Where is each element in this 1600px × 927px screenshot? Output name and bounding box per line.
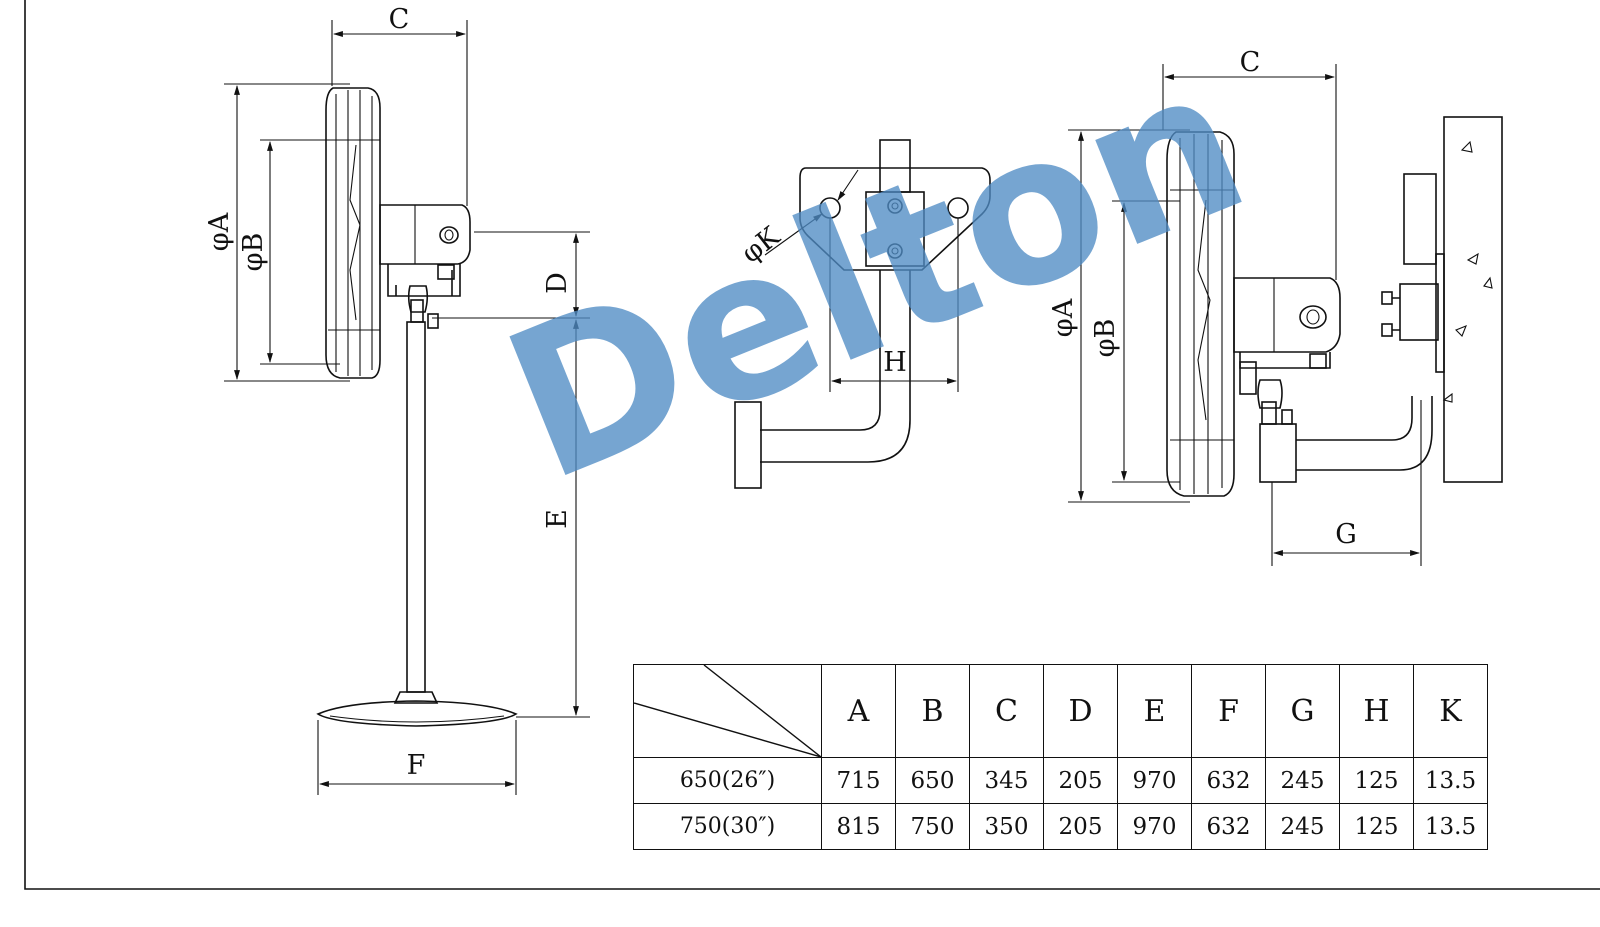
stand-fan-base — [316, 700, 518, 727]
table-cell: 205 — [1043, 757, 1118, 804]
bracket-label-H: H — [883, 347, 907, 378]
wall-fan-view: C φA φB G — [1048, 47, 1503, 566]
stand-fan-guard — [325, 87, 381, 379]
row-model: 650(26″) — [633, 757, 822, 804]
col-header-D: D — [1043, 664, 1118, 758]
stand-fan-view: C φA φB D E F — [204, 4, 590, 795]
table-cell: 632 — [1191, 757, 1266, 804]
table-cell: 632 — [1191, 803, 1266, 850]
wall-label-G: G — [1335, 519, 1357, 550]
table-cell: 970 — [1117, 803, 1192, 850]
table-cell: 970 — [1117, 757, 1192, 804]
table-cell: 715 — [821, 757, 896, 804]
wall-label-A: φA — [1048, 298, 1079, 337]
wall-fan-guard — [1166, 131, 1235, 497]
table-row: 650(26″) 715 650 345 205 970 632 245 125… — [633, 757, 1488, 804]
stand-fan-motor — [379, 204, 471, 265]
table-cell: 350 — [969, 803, 1044, 850]
table-cell: 650 — [895, 757, 970, 804]
wall — [1443, 116, 1503, 483]
stand-fan-pole — [406, 321, 426, 693]
table-cell: 205 — [1043, 803, 1118, 850]
table-cell: 245 — [1265, 803, 1340, 850]
table-cell: 750 — [895, 803, 970, 850]
col-header-E: E — [1117, 664, 1192, 758]
table-cell: 345 — [969, 757, 1044, 804]
col-header-H: H — [1339, 664, 1414, 758]
table-corner-cell — [633, 664, 822, 758]
stand-label-E: E — [542, 509, 573, 529]
wall-fan-motor — [1233, 277, 1341, 353]
bracket-arm — [760, 270, 911, 463]
wall-label-B: φB — [1090, 319, 1121, 358]
watermark-logo: Delton — [477, 20, 1275, 527]
wall-label-C: C — [1240, 47, 1261, 78]
table-cell: 13.5 — [1413, 757, 1488, 804]
frame-border — [24, 0, 1600, 890]
col-header-K: K — [1413, 664, 1488, 758]
table-row: 750(30″) 815 750 350 205 970 632 245 125… — [633, 803, 1488, 850]
stand-label-B: φB — [238, 233, 269, 272]
col-header-G: G — [1265, 664, 1340, 758]
col-header-B: B — [895, 664, 970, 758]
dimension-table: A B C D E F G H K 650(26″) 715 650 345 2… — [633, 664, 1488, 850]
table-cell: 13.5 — [1413, 803, 1488, 850]
stand-label-D: D — [542, 272, 573, 294]
row-model: 750(30″) — [633, 803, 822, 850]
table-cell: 815 — [821, 803, 896, 850]
col-header-C: C — [969, 664, 1044, 758]
bracket-plate — [799, 167, 991, 271]
stand-label-A: φA — [204, 212, 235, 251]
col-header-F: F — [1191, 664, 1266, 758]
table-cell: 125 — [1339, 803, 1414, 850]
table-header-row: A B C D E F G H K — [633, 664, 1488, 758]
stand-label-C: C — [389, 4, 410, 35]
col-header-A: A — [821, 664, 896, 758]
stand-label-F: F — [407, 750, 426, 781]
table-cell: 125 — [1339, 757, 1414, 804]
wall-fan-arm — [1296, 396, 1433, 471]
table-cell: 245 — [1265, 757, 1340, 804]
